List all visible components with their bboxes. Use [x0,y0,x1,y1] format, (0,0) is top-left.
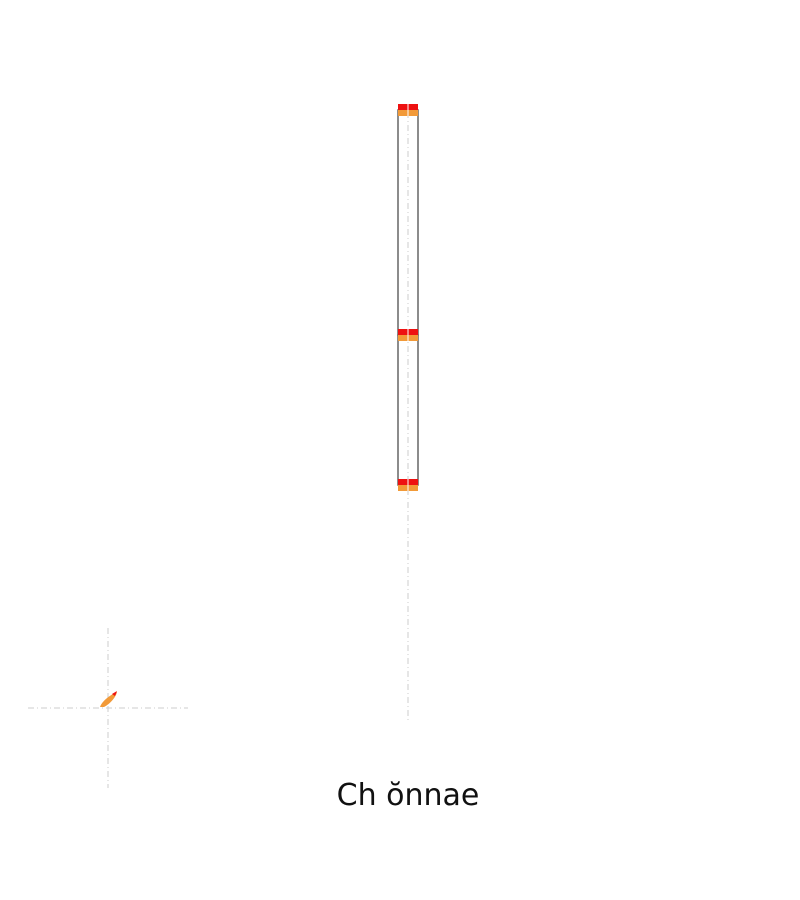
lower-stroke-segment [397,334,419,486]
brush-stroke-icon [100,691,117,707]
bottom-node-marker [398,479,418,491]
top-node-marker [398,104,418,116]
middle-node-marker [398,329,418,341]
character-caption: Ch ŏnnae [336,778,480,813]
crosshair-guide [28,628,188,788]
